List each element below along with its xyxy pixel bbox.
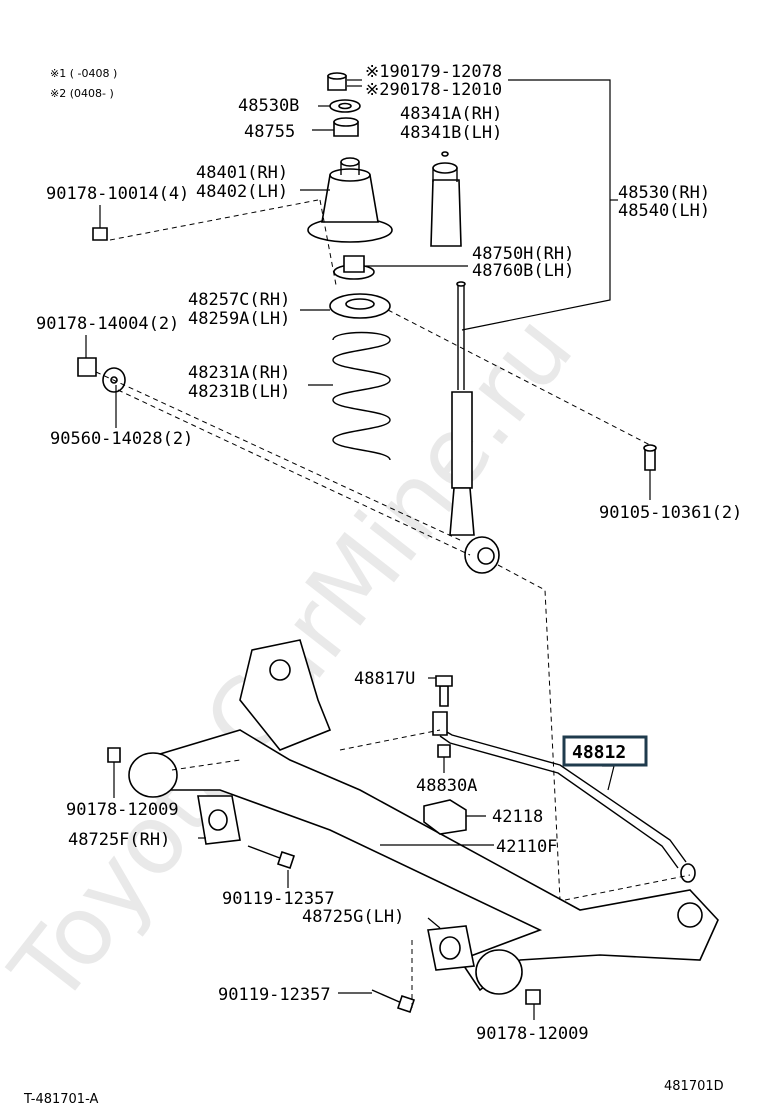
label-90178-12009-rh: 90178-12009 xyxy=(66,800,179,820)
label-90560-14028: 90560-14028(2) xyxy=(50,429,193,449)
label-90178-12009-lh: 90178-12009 xyxy=(476,1024,589,1044)
label-48760b: 48760B(LH) xyxy=(472,261,574,281)
label-48812: 48812 xyxy=(572,742,626,763)
footer-left-code: T-481701-A xyxy=(23,1092,98,1107)
label-48341a: 48341A(RH) xyxy=(400,104,502,124)
label-48540: 48540(LH) xyxy=(618,201,710,221)
label-48755: 48755 xyxy=(244,122,295,142)
label-48725f: 48725F(RH) xyxy=(68,830,170,850)
top-nut-icon xyxy=(327,72,347,91)
label-48750h: 48750H(RH) xyxy=(472,244,574,264)
note-2: ※2 (0408- ) xyxy=(50,87,114,100)
label-48401: 48401(RH) xyxy=(196,163,288,183)
bolt-48817u-icon xyxy=(435,675,453,707)
footer-right-code: 481701D xyxy=(664,1079,724,1094)
leader-lines xyxy=(85,79,691,1020)
label-90119-12357-b: 90119-12357 xyxy=(218,985,331,1005)
label-42110f: 42110F xyxy=(496,837,557,857)
upper-support-icon xyxy=(307,157,393,243)
spring-seat-icon xyxy=(329,293,391,319)
label-90178-14004: 90178-14004(2) xyxy=(36,314,179,334)
label-48341b: 48341B(LH) xyxy=(400,123,502,143)
bushing-48725f-icon xyxy=(197,795,241,845)
coil-spring-icon xyxy=(332,331,391,461)
label-48725g: 48725G(LH) xyxy=(302,907,404,927)
bushing-48725g-icon xyxy=(427,925,475,971)
bolt-90119-a-icon xyxy=(247,845,296,870)
bolt-90178-12009b-icon xyxy=(525,989,541,1005)
highlighted-part-48812[interactable]: 48812 xyxy=(562,735,648,767)
label-48830a: 48830A xyxy=(416,776,477,796)
label-90178-12010: ※290178-12010 xyxy=(365,80,502,100)
bracket-42118-icon xyxy=(423,799,467,835)
label-90119-12357-a: 90119-12357 xyxy=(222,889,335,909)
bolt-90178-12009a-icon xyxy=(107,747,121,763)
stabilizer-bar-icon xyxy=(432,711,696,883)
rear-axle-beam-icon xyxy=(128,639,719,995)
washer-48530b-icon xyxy=(329,99,361,113)
shock-bolt-icon xyxy=(643,444,657,471)
lower-insulator-icon xyxy=(333,255,375,280)
label-90178-10014: 90178-10014(4) xyxy=(46,184,189,204)
label-48259a: 48259A(LH) xyxy=(188,309,290,329)
label-48231a: 48231A(RH) xyxy=(188,363,290,383)
bolt-90178-10014-icon xyxy=(92,227,108,241)
label-90105-10361: 90105-10361(2) xyxy=(599,503,742,523)
label-48530: 48530(RH) xyxy=(618,183,710,203)
nut-48830a-icon xyxy=(437,744,451,758)
label-48402: 48402(LH) xyxy=(196,182,288,202)
label-42118: 42118 xyxy=(492,807,543,827)
label-90179-12078: ※190179-12078 xyxy=(365,62,502,82)
note-1: ※1 ( -0408 ) xyxy=(50,67,117,80)
label-48817u: 48817U xyxy=(354,669,415,689)
bushing-48755-icon xyxy=(333,117,359,137)
bolt-90119-b-icon xyxy=(371,989,416,1014)
bumper-stopper-icon xyxy=(430,151,462,247)
label-48530b: 48530B xyxy=(238,96,299,116)
label-48257c: 48257C(RH) xyxy=(188,290,290,310)
label-48231b: 48231B(LH) xyxy=(188,382,290,402)
nut-90178-14004-icon xyxy=(77,357,97,377)
shock-absorber-icon xyxy=(449,281,500,574)
